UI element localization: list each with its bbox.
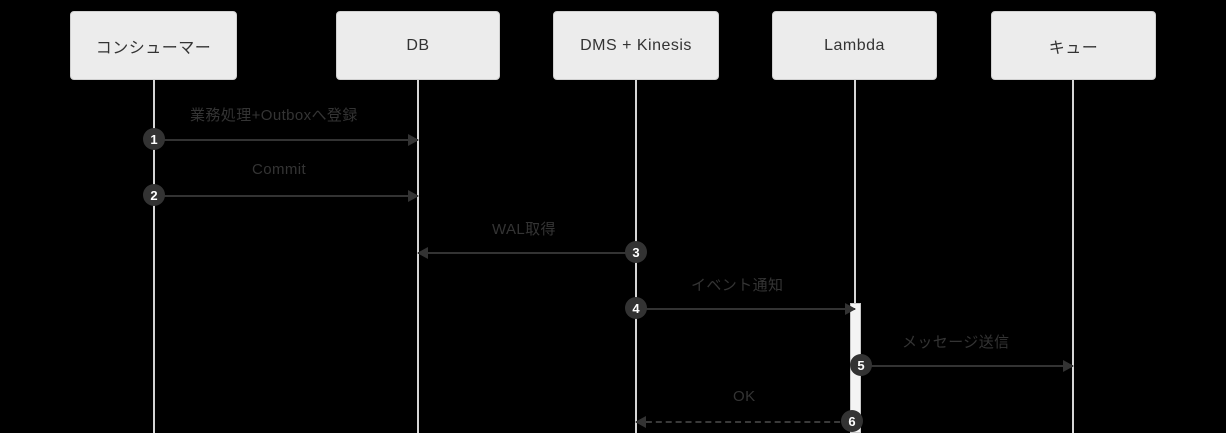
step-badge-6[interactable]: 6 <box>841 410 863 432</box>
message-line <box>861 365 1073 367</box>
arrow-head-icon <box>408 134 419 146</box>
message-line <box>636 421 850 423</box>
participant-label: キュー <box>1048 39 1099 57</box>
message-label-6: OK <box>733 388 756 405</box>
participant-consumer[interactable]: コンシューマー <box>70 11 237 80</box>
message-label-1: 業務処理+Outboxへ登録 <box>190 107 358 124</box>
participant-label: DB <box>406 36 430 54</box>
message-line <box>154 139 418 141</box>
step-badge-3[interactable]: 3 <box>625 241 647 263</box>
participant-label: Lambda <box>824 36 885 54</box>
message-line <box>636 308 855 310</box>
participant-label: コンシューマー <box>95 39 212 57</box>
arrow-head-icon <box>1063 360 1074 372</box>
message-label-2: Commit <box>252 161 307 178</box>
lifeline-lambda <box>854 80 856 433</box>
step-badge-2[interactable]: 2 <box>143 184 165 206</box>
step-badge-5[interactable]: 5 <box>850 354 872 376</box>
lifeline-consumer <box>153 80 155 433</box>
message-line <box>418 252 636 254</box>
step-badge-4[interactable]: 4 <box>625 297 647 319</box>
arrow-head-icon <box>635 416 646 428</box>
participant-lambda[interactable]: Lambda <box>772 11 937 80</box>
step-badge-1[interactable]: 1 <box>143 128 165 150</box>
participant-dms-kinesis[interactable]: DMS + Kinesis <box>553 11 719 80</box>
message-line <box>154 195 418 197</box>
lifeline-queue <box>1072 80 1074 433</box>
participant-label: DMS + Kinesis <box>580 36 692 54</box>
message-label-4: イベント通知 <box>691 277 784 294</box>
message-label-3: WAL取得 <box>492 221 556 238</box>
participant-db[interactable]: DB <box>336 11 500 80</box>
arrow-head-icon <box>845 303 856 315</box>
arrow-head-icon <box>417 247 428 259</box>
message-label-5: メッセージ送信 <box>902 334 1010 351</box>
participant-queue[interactable]: キュー <box>991 11 1156 80</box>
arrow-head-icon <box>408 190 419 202</box>
